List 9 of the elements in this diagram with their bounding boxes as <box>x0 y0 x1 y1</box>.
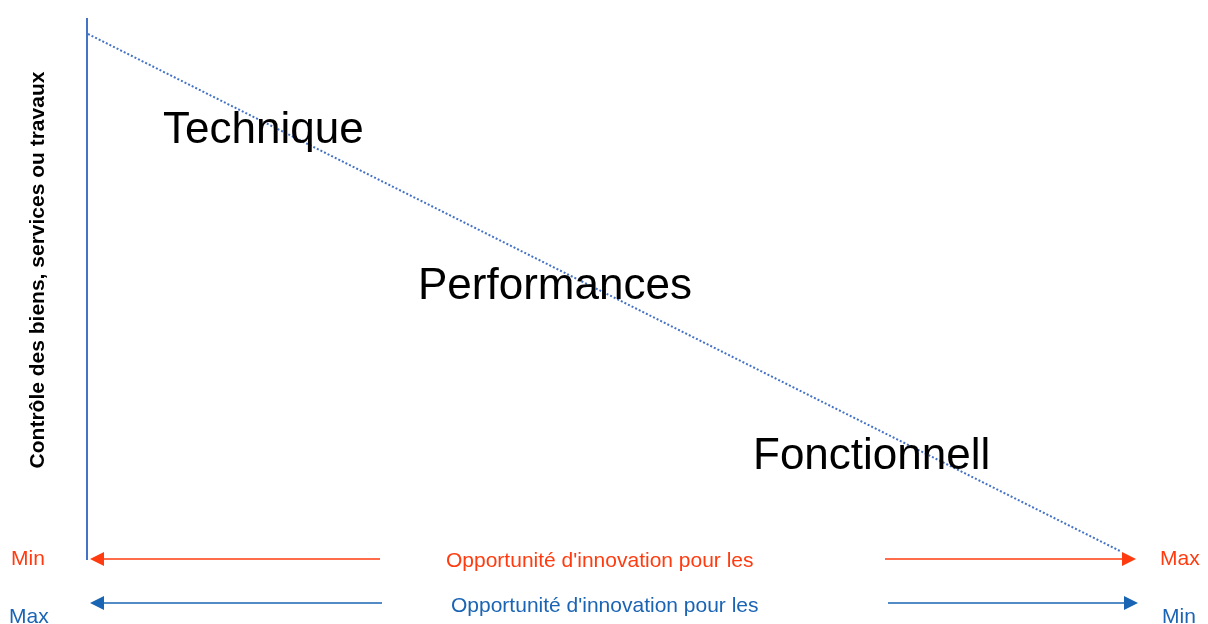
scale-label: Min <box>1162 605 1196 624</box>
axis-caption: Opportunité d'innovation pour les <box>451 594 759 615</box>
scale-label: Max <box>1160 547 1200 568</box>
scale-label: Max <box>9 605 49 624</box>
zone-label: Technique <box>163 106 364 150</box>
zone-label: Fonctionnell <box>753 432 991 476</box>
axis-caption: Opportunité d'innovation pour les <box>446 549 754 570</box>
scale-label: Min <box>11 547 45 568</box>
axis-title: Contrôle des biens, services ou travaux <box>25 71 47 469</box>
